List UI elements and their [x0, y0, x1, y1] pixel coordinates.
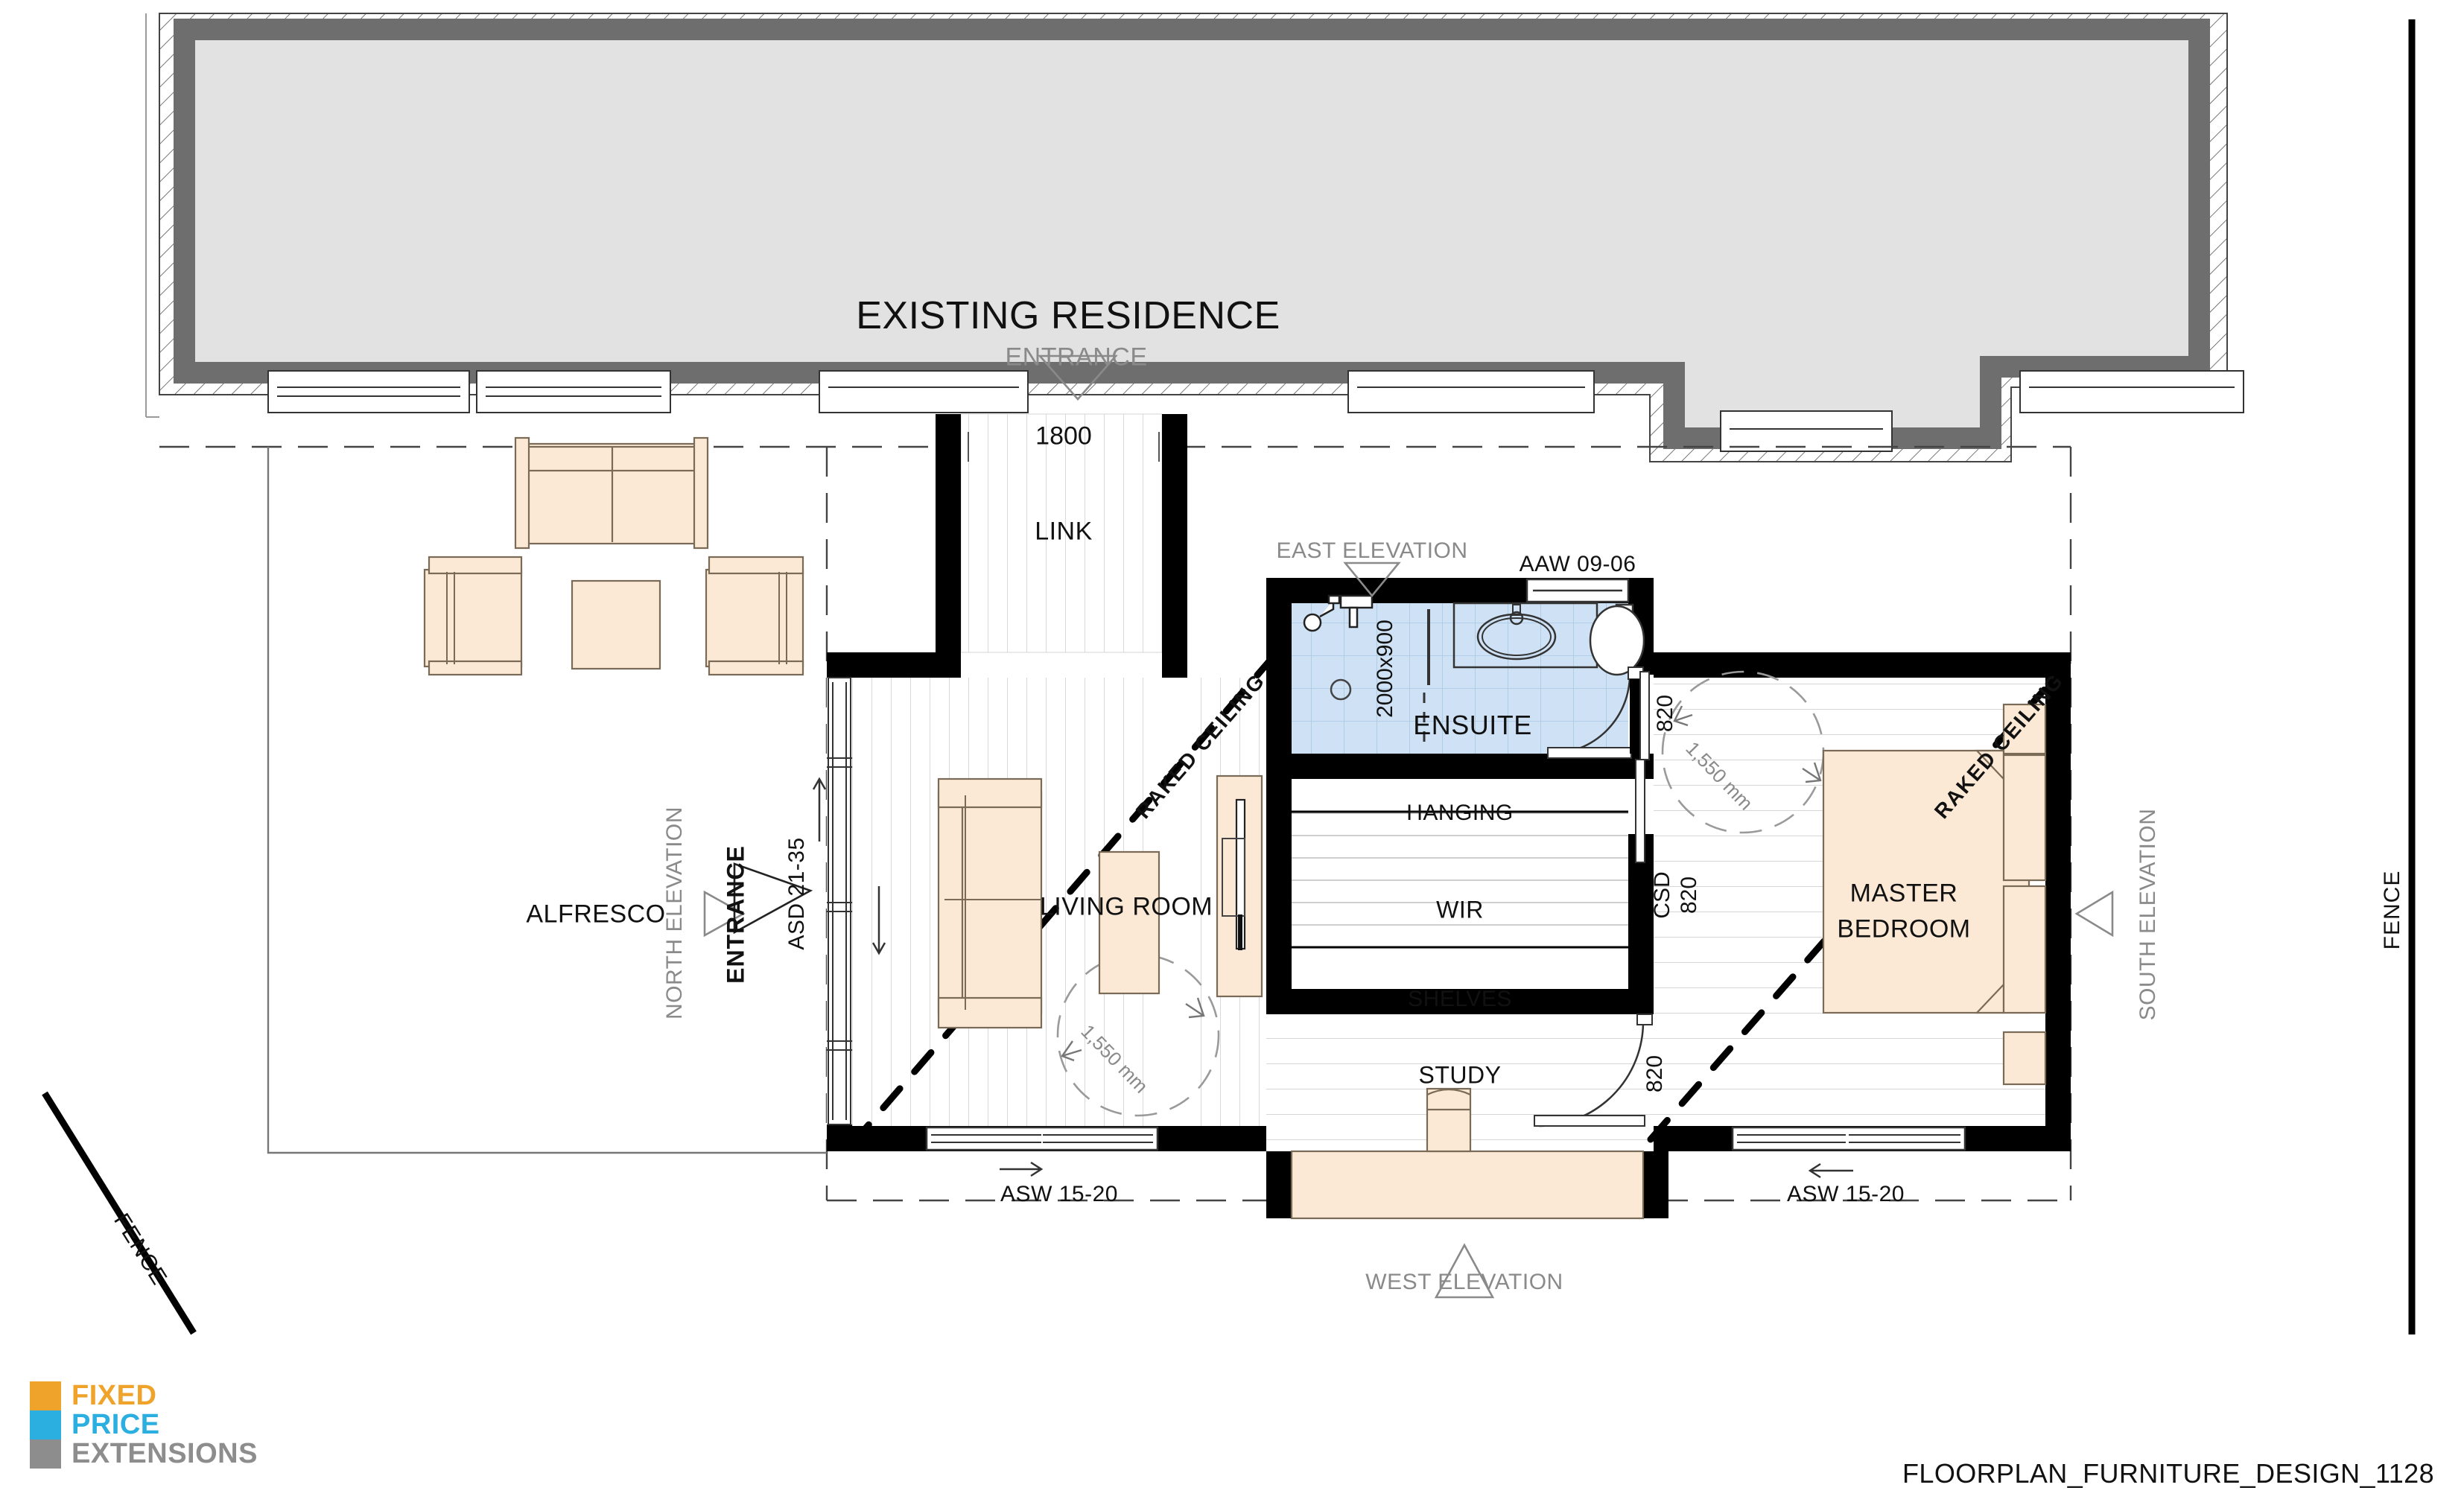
- shower-head-icon: [1303, 594, 1374, 632]
- toilet-icon: [1589, 603, 1645, 676]
- brand-word-extensions: EXTENSIONS: [72, 1438, 258, 1469]
- study-chair: [1426, 1087, 1472, 1153]
- room-label-study: STUDY: [1418, 1061, 1502, 1089]
- west-elevation-label: WEST ELEVATION: [1365, 1270, 1563, 1294]
- door-tag-asd-21-35: ASD 21-35: [784, 837, 809, 950]
- ensuite-fixtures: [1303, 594, 1645, 748]
- page-title: EXISTING RESIDENCE: [856, 294, 1280, 337]
- room-label-master-bedroom-line2: BEDROOM: [1837, 914, 1971, 944]
- north-elevation-marker: [703, 890, 746, 938]
- dimension-1800-label: 1800: [1035, 421, 1092, 451]
- pillow-top: [2002, 754, 2047, 882]
- link-area: [960, 413, 1163, 653]
- outdoor-coffee-table: [571, 579, 661, 670]
- living-coffee-table: [1098, 850, 1160, 995]
- brand-logo-text: FIXED PRICE EXTENSIONS: [72, 1381, 258, 1469]
- room-label-master-bedroom-line1: MASTER: [1849, 879, 1958, 908]
- west-elevation-marker: [1434, 1243, 1495, 1299]
- alfresco-boundary: [267, 447, 827, 1154]
- turning-circle-arrows: [1061, 705, 1822, 1062]
- window-tag-asw-15-20-left: ASW 15-20: [1000, 1182, 1118, 1206]
- entrance-arrow-left: [733, 862, 813, 935]
- door-tag-csd: CSD: [1650, 871, 1674, 919]
- door-tag-csd-width: 820: [1677, 876, 1701, 914]
- brand-word-fixed: FIXED: [72, 1380, 157, 1411]
- raked-ceiling-line-left: [848, 658, 1273, 1148]
- living-room-furniture: [937, 774, 1263, 1029]
- tv-unit: [1216, 774, 1263, 998]
- extension-openings: [812, 578, 1966, 1179]
- outdoor-armchair-left: [423, 556, 523, 676]
- brand-word-price: PRICE: [72, 1409, 160, 1440]
- bedside-table-bottom: [2002, 1031, 2047, 1086]
- existing-residence-block: [145, 13, 2228, 462]
- window-tag-aaw-09-06: AAW 09-06: [1519, 552, 1636, 576]
- entrance-label-left: ENTRANCE: [722, 845, 749, 984]
- bed: [1822, 749, 2030, 1014]
- dimension-1800: [968, 432, 1160, 462]
- brand-bar-price: [30, 1410, 61, 1439]
- existing-residence-windows: [267, 370, 2244, 452]
- window-tag-asw-15-20-right: ASW 15-20: [1787, 1182, 1905, 1206]
- brand-bar-fixed: [30, 1381, 61, 1410]
- door-tag-820-study: 820: [1642, 1054, 1667, 1093]
- elevation-markers: [703, 354, 2114, 1299]
- north-elevation-label: NORTH ELEVATION: [662, 807, 687, 1019]
- room-label-ensuite: ENSUITE: [1413, 710, 1532, 740]
- raked-ceiling-line-right: [1647, 659, 2071, 1143]
- master-bedroom-furniture: [1822, 703, 2047, 1086]
- room-label-hanging: HANGING: [1406, 801, 1514, 825]
- wir-shelf-lines: [1292, 812, 1628, 948]
- study-desk: [1290, 1150, 1645, 1220]
- raked-ceiling-lines: [848, 658, 2071, 1148]
- wir-partitions: [1292, 810, 1628, 949]
- alfresco-furniture: [423, 436, 804, 676]
- brand-bar-extensions: [30, 1439, 61, 1469]
- brand-logo-bars: [30, 1381, 61, 1469]
- fence-line-left: [42, 1091, 197, 1335]
- room-label-alfresco: ALFRESCO: [526, 900, 666, 929]
- drawing-filename: FLOORPLAN_FURNITURE_DESIGN_1128: [1902, 1458, 2434, 1489]
- south-elevation-marker: [2074, 890, 2114, 938]
- room-label-link: LINK: [1035, 517, 1093, 546]
- room-label-shelves: SHELVES: [1408, 987, 1512, 1011]
- dimension-2000x900-label: 2000x900: [1373, 620, 1397, 718]
- brand-logo: FIXED PRICE EXTENSIONS: [30, 1381, 258, 1469]
- bedside-table-top: [2002, 703, 2047, 755]
- outdoor-armchair-right: [705, 556, 804, 676]
- entrance-marker-top: [1038, 354, 1118, 401]
- east-elevation-label: EAST ELEVATION: [1276, 538, 1468, 563]
- fence-label-right: FENCE: [2380, 870, 2404, 950]
- entrance-label-top: ENTRANCE: [1005, 343, 1148, 372]
- room-label-wir: WIR: [1436, 896, 1484, 923]
- pillow-bottom: [2002, 885, 2047, 1014]
- study-furniture: [1290, 1087, 1645, 1220]
- door-tag-820-ensuite: 820: [1653, 694, 1677, 733]
- living-sofa: [937, 777, 1043, 1029]
- south-elevation-label: SOUTH ELEVATION: [2136, 808, 2160, 1021]
- floor-waste-icon: [1330, 678, 1352, 701]
- east-elevation-marker: [1343, 561, 1401, 598]
- room-label-living-room: LIVING ROOM: [1039, 892, 1213, 921]
- outdoor-sofa: [514, 436, 709, 550]
